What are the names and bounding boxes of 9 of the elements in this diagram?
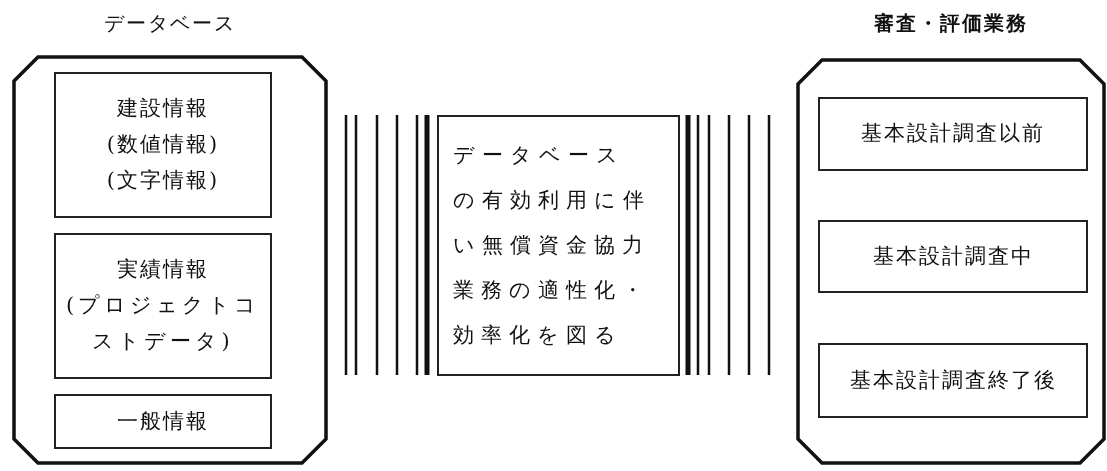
goal-box: データベースの有効利用に伴い無償資金協力業務の適性化・効率化を図る [437,115,680,376]
info-box: 建設情報 (数値情報) (文字情報) [54,72,272,218]
info-box: 基本設計調査以前 [818,97,1088,171]
info-box: 基本設計調査終了後 [818,343,1088,418]
info-box: 一般情報 [54,394,272,449]
group-heading: データベース [103,10,237,37]
group-heading: 審査・評価業務 [873,10,1029,37]
info-box: 実績情報 (プロジェクトコストデータ) [54,233,272,379]
info-box: 基本設計調査中 [818,220,1088,293]
